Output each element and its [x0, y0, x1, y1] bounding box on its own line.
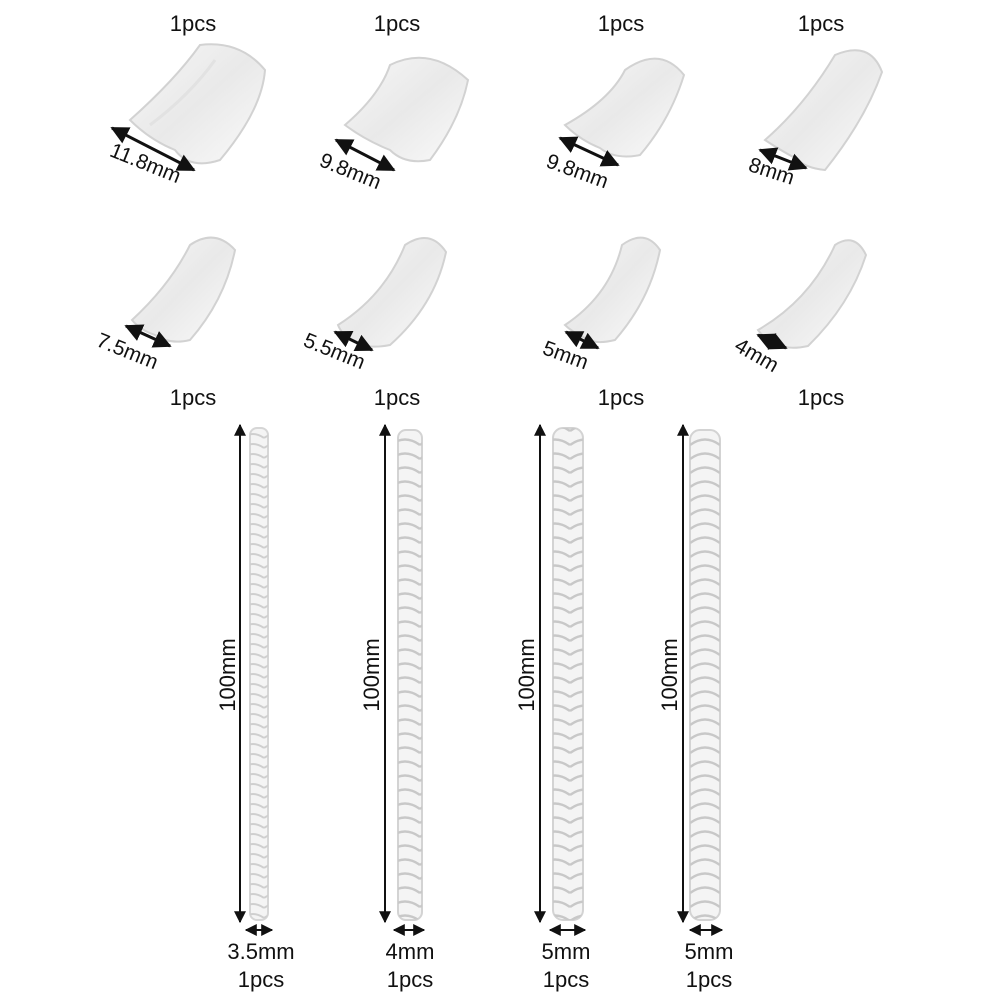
qty-label-spiral-2: 1pcs — [386, 967, 434, 992]
adjuster-7-5mm — [124, 236, 237, 348]
qty-label-spiral-3: 1pcs — [542, 967, 590, 992]
width-label-spiral-4: 5mm — [684, 939, 734, 964]
adjuster-9-8mm-b — [558, 57, 686, 167]
adjuster-9-8mm-a — [334, 56, 470, 172]
qty-label-mid-2: 1pcs — [373, 385, 421, 410]
qty-label-top-3: 1pcs — [597, 11, 645, 36]
length-label-spiral-1: 100mm — [215, 638, 240, 712]
qty-label-top-1: 1pcs — [169, 11, 217, 36]
spiral-3-5mm — [234, 423, 274, 936]
width-label-spiral-2: 4mm — [385, 939, 435, 964]
spiral-5mm-a — [534, 423, 587, 936]
spiral-5mm-b — [677, 423, 724, 936]
adjuster-5-5mm — [333, 237, 448, 352]
adjuster-4mm — [756, 239, 868, 350]
qty-label-mid-4: 1pcs — [797, 385, 845, 410]
qty-label-spiral-4: 1pcs — [685, 967, 733, 992]
width-label-spiral-3: 5mm — [541, 939, 591, 964]
qty-label-top-4: 1pcs — [797, 11, 845, 36]
qty-label-mid-1: 1pcs — [169, 385, 217, 410]
width-label-spiral-1: 3.5mm — [227, 939, 295, 964]
length-label-spiral-2: 100mm — [359, 638, 384, 712]
length-label-spiral-3: 100mm — [514, 638, 539, 712]
qty-label-spiral-1: 1pcs — [237, 967, 285, 992]
spiral-4mm — [379, 423, 426, 936]
length-label-spiral-4: 100mm — [657, 638, 682, 712]
adjuster-8mm — [758, 49, 884, 172]
qty-label-top-2: 1pcs — [373, 11, 421, 36]
adjuster-11-8mm — [110, 43, 267, 172]
qty-label-mid-3: 1pcs — [597, 385, 645, 410]
adjuster-5mm — [563, 236, 662, 350]
